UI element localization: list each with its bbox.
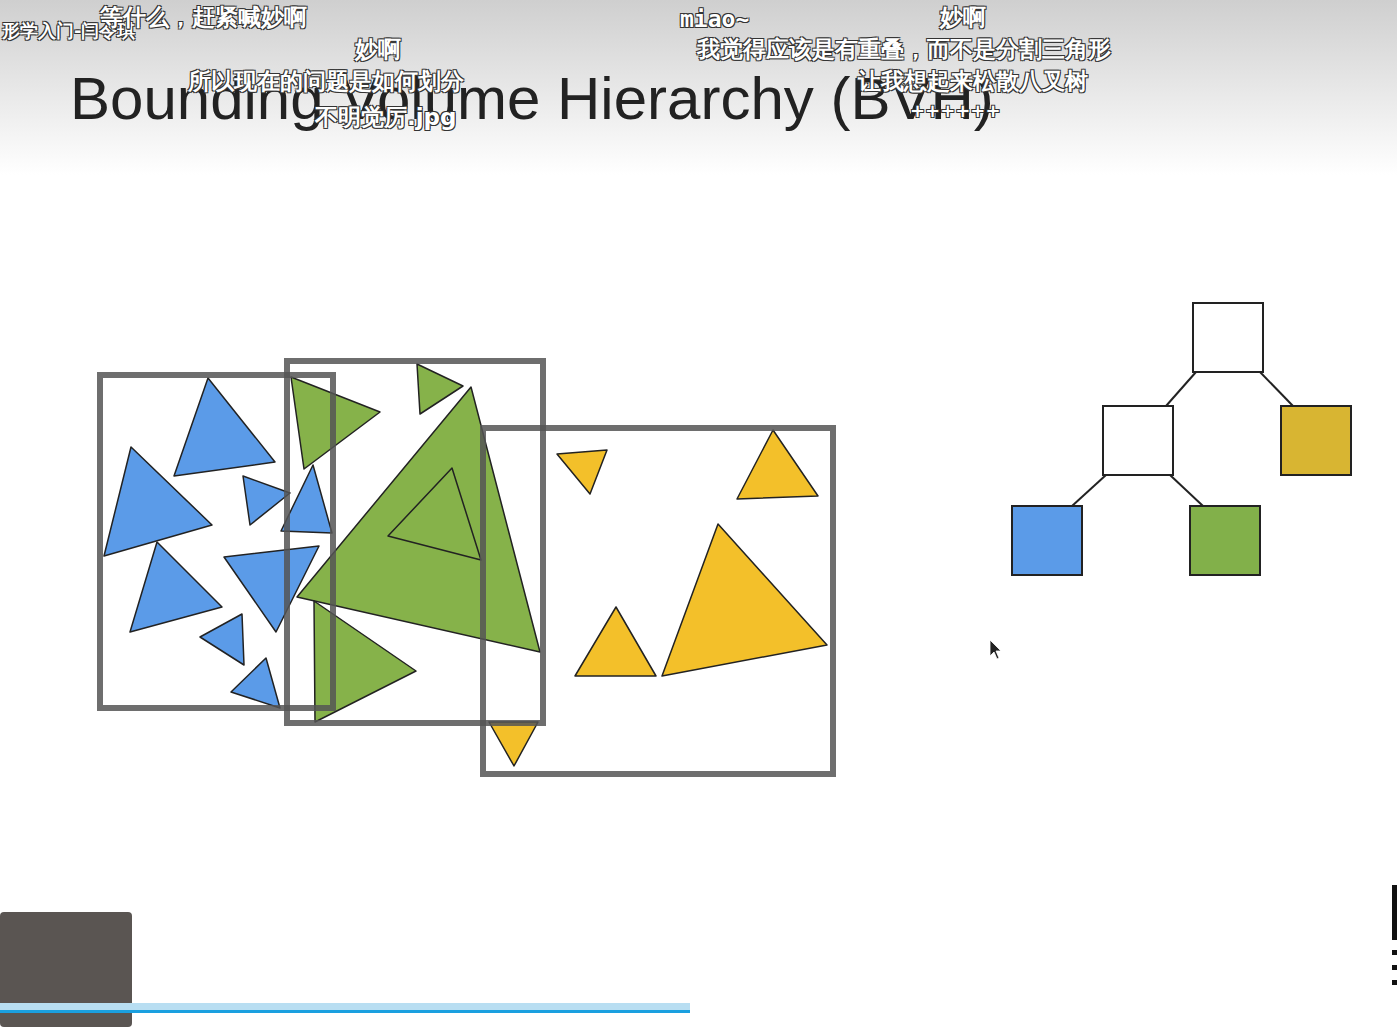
tree-node (1193, 303, 1263, 372)
triangle (388, 468, 481, 560)
edge-mark (1392, 965, 1397, 970)
triangle (104, 447, 212, 556)
edge-mark (1392, 950, 1397, 955)
triangle (200, 614, 244, 665)
bounding-boxes (100, 361, 833, 774)
danmaku-comment: 让我想起来松散八叉树 (858, 68, 1088, 96)
bvh-tree (1012, 303, 1351, 575)
danmaku-comment: 所以现在的问题是如何划分 (188, 68, 464, 96)
triangle (662, 524, 827, 676)
edge-mark (1392, 980, 1397, 985)
triangle (489, 722, 538, 766)
green-triangles (291, 364, 540, 722)
danmaku-comment: 我觉得应该是有重叠，而不是分割三角形 (697, 36, 1111, 64)
danmaku-comment: ++++++ (910, 100, 1001, 122)
tree-node (1012, 506, 1082, 575)
tree-link (1170, 475, 1203, 506)
mouse-cursor (990, 640, 1001, 659)
bounding-box (287, 361, 543, 723)
triangle (174, 378, 275, 476)
triangle (314, 601, 416, 722)
danmaku-comment: 不明觉厉.jpg (315, 104, 457, 132)
edge-marks (1392, 885, 1397, 985)
bounding-box (483, 428, 833, 774)
tree-link (1260, 372, 1293, 406)
progress-bar (0, 1010, 690, 1013)
tree-node (1190, 506, 1260, 575)
triangle (243, 476, 290, 525)
danmaku-comment: miao~ (680, 6, 749, 34)
triangle (557, 450, 607, 494)
triangle (231, 658, 280, 708)
danmaku-comment: 妙啊 (940, 4, 986, 32)
header-band (0, 0, 1397, 175)
triangle (130, 542, 222, 632)
bounding-box (100, 375, 333, 708)
danmaku-comment: 妙啊 (355, 36, 401, 64)
triangle (737, 430, 818, 499)
triangle (575, 607, 656, 676)
tree-node (1103, 406, 1173, 475)
progress-track (0, 1003, 690, 1010)
tree-link (1166, 372, 1196, 406)
tree-link (1072, 475, 1106, 506)
tree-node (1281, 406, 1351, 475)
edge-mark (1392, 885, 1397, 940)
yellow-triangles (489, 430, 827, 766)
danmaku-comment: 等什么，赶紧喊妙啊 (100, 4, 307, 32)
